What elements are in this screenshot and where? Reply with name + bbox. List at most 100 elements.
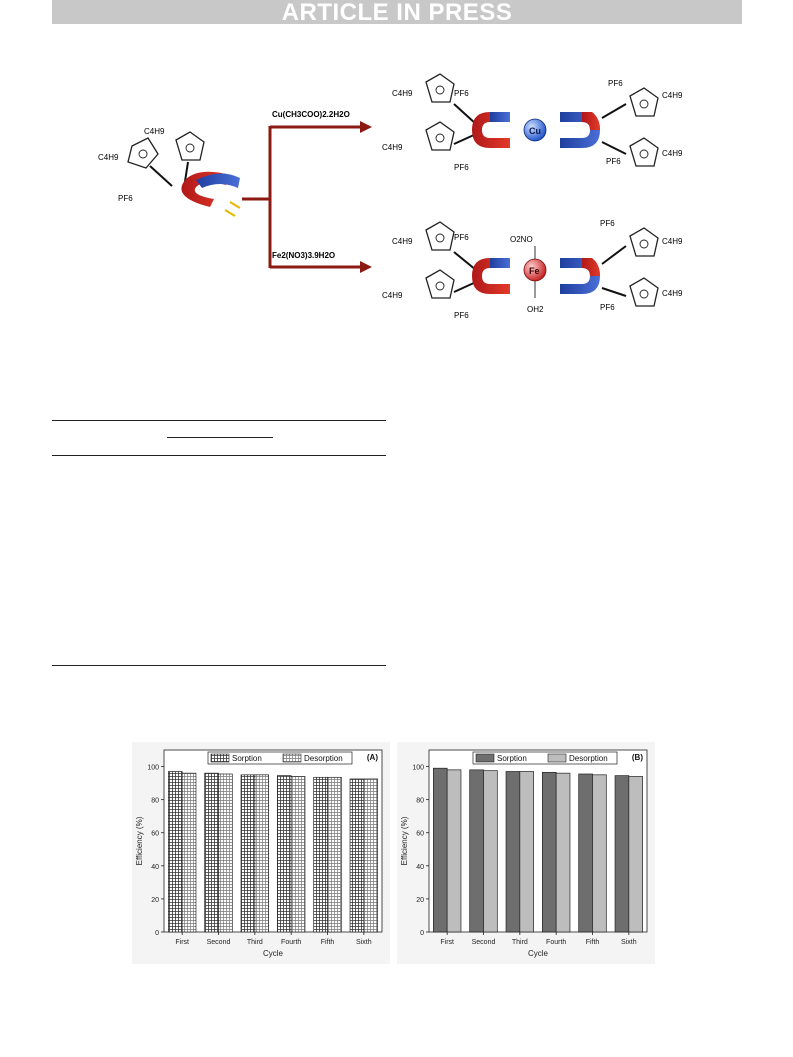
legend-swatch [547, 753, 567, 763]
bar-desorption [218, 773, 233, 933]
panel-label: (B) [632, 753, 643, 762]
y-tick-label: 20 [416, 897, 424, 904]
y-tick-label: 0 [155, 930, 159, 937]
imidazolium-ring [175, 131, 205, 161]
x-tick-label: Fourth [281, 939, 301, 946]
table-bottom-rule [52, 665, 386, 666]
legend-swatch [282, 753, 302, 763]
y-tick-label: 40 [151, 864, 159, 871]
y-tick-label: 80 [151, 798, 159, 805]
table-top-rule [52, 420, 386, 421]
counterion-label: PF6 [608, 79, 623, 88]
x-tick-label: Second [472, 939, 496, 946]
x-axis-label: Cycle [263, 949, 284, 958]
x-tick-label: Second [207, 939, 231, 946]
bar-sorption [240, 774, 256, 933]
plot-frame [428, 749, 648, 933]
bar-desorption [592, 774, 607, 933]
counterion-label: PF6 [454, 311, 469, 320]
bar-desorption [363, 778, 378, 933]
x-axis-label: Cycle [528, 949, 549, 958]
counterion-label: PF6 [606, 157, 621, 166]
bar-desorption [446, 769, 462, 933]
bar-sorption [469, 769, 484, 933]
imidazolium-ring [425, 73, 455, 103]
magnet-icon [472, 258, 510, 294]
y-axis-label: Efficiency (%) [135, 816, 144, 865]
bar-sorption [542, 771, 557, 933]
substituent-label: C4H9 [392, 89, 413, 98]
substituent-label: C4H9 [144, 127, 165, 136]
bar-desorption [628, 776, 643, 933]
bar-desorption [483, 770, 498, 933]
bar-sorption [349, 778, 365, 933]
bar-sorption [313, 776, 328, 933]
bar-sorption [277, 775, 292, 933]
counterion-label: PF6 [600, 303, 615, 312]
imidazolium-ring [629, 87, 659, 117]
counterion-label: PF6 [118, 194, 133, 203]
substituent-label: C4H9 [662, 237, 683, 246]
x-tick-label: Third [247, 939, 263, 946]
counterion-label: PF6 [454, 233, 469, 242]
legend-label: Desorption [304, 754, 343, 763]
metal-fe-label: Fe [529, 266, 540, 276]
bar-desorption [290, 776, 306, 933]
ligand-water-label: OH2 [527, 305, 544, 314]
magnet-icon [181, 171, 241, 217]
y-tick-label: 100 [147, 765, 159, 772]
x-tick-label: First [440, 939, 454, 946]
panel-label: (A) [367, 753, 378, 762]
y-tick-label: 100 [412, 765, 424, 772]
x-tick-label: First [175, 939, 189, 946]
bar-desorption [519, 771, 534, 933]
imidazolium-ring [425, 121, 455, 151]
legend-box [207, 751, 353, 765]
bar-sorption [578, 773, 593, 933]
legend-label: Desorption [569, 754, 608, 763]
y-tick-label: 20 [151, 897, 159, 904]
bar-sorption [168, 771, 183, 933]
legend-swatch [210, 753, 230, 763]
substituent-label: C4H9 [662, 91, 683, 100]
x-tick-label: Third [512, 939, 528, 946]
ligand-no-label: O2NO [510, 235, 533, 244]
legend-box [472, 751, 618, 765]
bar-desorption [327, 776, 342, 933]
plot-frame [163, 749, 383, 933]
imidazolium-ring [425, 221, 455, 251]
reactant-ionic-liquid: C4H9 PF6 C4H9 PF6 [98, 127, 241, 217]
bar-desorption [555, 772, 571, 933]
bar-sorption [204, 772, 219, 933]
counterion-label: PF6 [454, 163, 469, 172]
y-tick-label: 0 [420, 930, 424, 937]
magnet-icon [560, 258, 600, 294]
counterion-label: PF6 [454, 89, 469, 98]
bar-sorption [505, 771, 521, 933]
x-tick-label: Fifth [586, 939, 600, 946]
y-tick-label: 60 [416, 831, 424, 838]
y-tick-label: 60 [151, 831, 159, 838]
imidazolium-ring [629, 277, 659, 307]
bar-sorption [614, 775, 630, 933]
bar-sorption [433, 767, 448, 933]
legend-label: Sorption [232, 754, 262, 763]
x-tick-label: Sixth [621, 939, 637, 946]
legend-label: Sorption [497, 754, 527, 763]
substituent-label: C4H9 [662, 149, 683, 158]
fe-complex: C4H9 PF6 C4H9 PF6 Fe O2NO OH2 C4H9 PF [382, 219, 683, 320]
x-tick-label: Sixth [356, 939, 372, 946]
y-axis-label: Efficiency (%) [400, 816, 409, 865]
substituent-label: C4H9 [382, 291, 403, 300]
counterion-label: PF6 [600, 219, 615, 228]
reagent-fe-label: Fe2(NO3)3.9H2O [272, 251, 335, 260]
magnet-icon [472, 112, 510, 148]
substituent-label: C4H9 [382, 143, 403, 152]
reaction-scheme: C4H9 PF6 C4H9 PF6 Cu(CH3COO)2.2H2O Fe2(N… [98, 73, 683, 320]
bar-desorption [254, 774, 269, 933]
metal-cu-label: Cu [529, 126, 541, 136]
table-header-rule [52, 455, 386, 456]
table-group-rule [167, 437, 273, 438]
